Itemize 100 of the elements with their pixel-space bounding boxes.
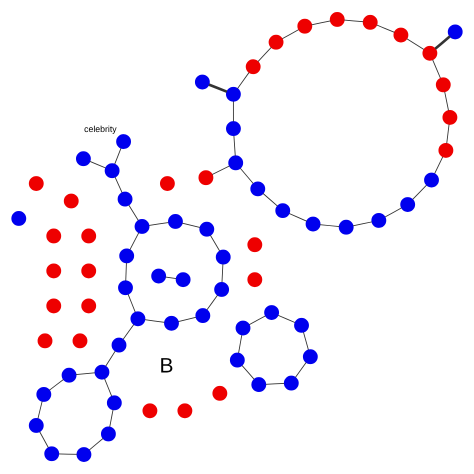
connector — [232, 101, 234, 122]
connector — [88, 438, 104, 450]
node-circle — [64, 194, 79, 208]
connector — [109, 409, 114, 428]
node-circle — [151, 268, 166, 284]
node-circle — [247, 272, 262, 288]
node-circle — [81, 264, 96, 278]
connector — [262, 193, 278, 206]
node-circle — [119, 248, 134, 264]
connector — [344, 20, 364, 22]
node-circle — [297, 18, 312, 34]
node-circle — [28, 176, 44, 191]
node-circle — [118, 280, 133, 296]
connector — [278, 314, 296, 323]
node-circle — [38, 333, 52, 348]
connector — [352, 221, 372, 226]
node-circle — [168, 214, 183, 229]
node-circle — [118, 192, 132, 207]
node-circle — [199, 222, 214, 237]
connector — [105, 350, 116, 367]
connector — [104, 378, 112, 397]
connector — [125, 262, 127, 282]
node-circle — [72, 333, 88, 348]
node-circle — [100, 426, 116, 442]
label: B — [160, 354, 174, 378]
connector — [266, 382, 285, 385]
connector — [128, 294, 136, 313]
node-circle — [251, 377, 266, 392]
node-circle — [76, 447, 92, 462]
connector — [295, 362, 307, 378]
connector — [182, 222, 200, 228]
connector — [376, 24, 395, 33]
node-circle — [246, 59, 261, 74]
node-circle — [106, 395, 122, 410]
node-circle — [330, 12, 345, 27]
node-circle — [94, 364, 110, 380]
connector — [76, 372, 96, 376]
node-circle — [393, 28, 408, 42]
connector — [222, 264, 224, 283]
connector — [288, 213, 308, 222]
connector — [165, 276, 177, 280]
node-circle — [228, 155, 244, 170]
connector — [233, 135, 236, 156]
node-circle — [338, 220, 354, 235]
node-label: celebrity — [84, 124, 117, 134]
node-circle — [226, 86, 241, 102]
node-circle — [306, 216, 320, 232]
connector — [178, 316, 196, 322]
node-circle — [436, 77, 451, 92]
connector — [412, 184, 427, 200]
node-circle — [424, 172, 439, 188]
connector — [114, 148, 122, 164]
connector — [384, 208, 402, 218]
connector — [303, 332, 309, 350]
node-circle — [302, 349, 318, 364]
node-circle — [371, 213, 386, 228]
node-circle — [212, 386, 228, 401]
node-circle — [214, 282, 230, 297]
node-circle — [177, 403, 192, 418]
connector — [48, 379, 64, 391]
node-circle — [44, 446, 60, 462]
connector — [282, 29, 299, 40]
connector — [212, 166, 230, 175]
node-circle — [194, 74, 210, 90]
node-circle — [116, 134, 132, 150]
connector — [148, 222, 169, 226]
node-circle — [195, 308, 210, 324]
connector — [238, 334, 242, 354]
node-circle — [28, 418, 44, 433]
node-circle — [422, 46, 438, 61]
node-circle — [11, 211, 26, 226]
connector — [432, 60, 441, 79]
node-circle — [284, 376, 299, 391]
node-circle — [46, 228, 62, 244]
node-circle — [81, 228, 96, 244]
node-circle — [294, 318, 309, 333]
connector — [434, 35, 451, 50]
node-circle — [438, 142, 454, 158]
node-circle — [36, 387, 52, 402]
node-circle — [104, 163, 120, 178]
node-circle — [130, 311, 146, 326]
node-circle — [236, 320, 250, 336]
connector — [258, 46, 272, 62]
node-circle — [264, 305, 280, 320]
connector — [248, 316, 266, 326]
node-circle — [62, 368, 76, 383]
connector — [210, 234, 220, 252]
connector — [144, 319, 165, 323]
connector — [38, 400, 43, 420]
connector — [406, 38, 424, 50]
node-circle — [400, 197, 416, 212]
node-circle — [112, 338, 126, 352]
connector — [90, 161, 106, 168]
node-circle — [442, 110, 458, 125]
connector — [311, 20, 331, 26]
node-circle — [142, 403, 158, 418]
node-circle — [134, 219, 150, 234]
node-circle — [250, 181, 266, 196]
node-circle — [160, 176, 175, 191]
node-circle — [448, 24, 463, 40]
